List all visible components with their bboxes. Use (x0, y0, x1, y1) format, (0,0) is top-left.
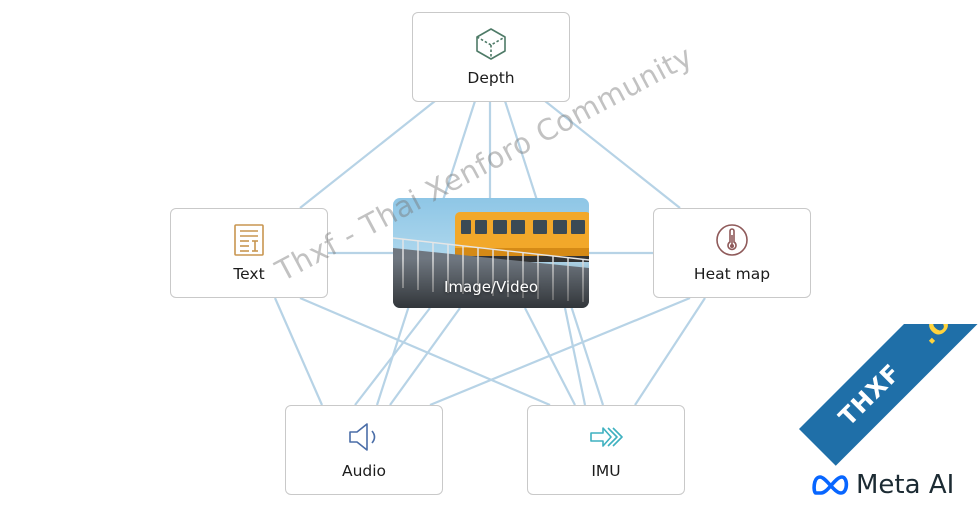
train-photo (393, 198, 589, 308)
node-heat-map: Heat map (653, 208, 811, 298)
edge-heat-audio (429, 296, 691, 407)
node-label: Heat map (693, 265, 771, 283)
meta-infinity-icon (812, 475, 849, 495)
edge-heat-imu (634, 297, 706, 406)
edge-imu-image (524, 307, 576, 406)
edge-text-imu (299, 296, 551, 407)
node-label: IMU (591, 462, 621, 480)
node-image-video: Image/Video (393, 198, 589, 308)
text-document-icon (234, 224, 264, 256)
node-audio: Audio (285, 405, 443, 495)
node-label: Image/Video (443, 278, 539, 296)
logo-text: Meta AI (856, 470, 955, 500)
node-text: Text (170, 208, 328, 298)
ribbon-band: THXF .ORG (799, 324, 979, 466)
speaker-icon (349, 423, 376, 451)
thermometer-icon (716, 224, 748, 256)
thxf-ribbon: THXF .ORG (789, 324, 979, 514)
edge-text-audio (273, 297, 324, 406)
ribbon-text-main: THXF (833, 358, 907, 432)
edge-depth-heat (544, 100, 681, 209)
node-label: Depth (467, 69, 515, 87)
node-imu: IMU (527, 405, 685, 495)
cube-icon (476, 28, 506, 60)
arrows-right-icon (590, 427, 623, 447)
meta-ai-logo: Meta AI (812, 470, 954, 500)
edge-audio-image (389, 307, 461, 406)
edge-depth-text (299, 100, 436, 209)
node-label: Audio (341, 462, 387, 480)
edge-image-imu-b (563, 307, 587, 406)
node-depth: Depth (412, 12, 570, 102)
node-label: Text (233, 265, 265, 283)
edge-image-audio-b (354, 307, 431, 406)
ribbon-text-accent: .ORG (915, 324, 979, 350)
